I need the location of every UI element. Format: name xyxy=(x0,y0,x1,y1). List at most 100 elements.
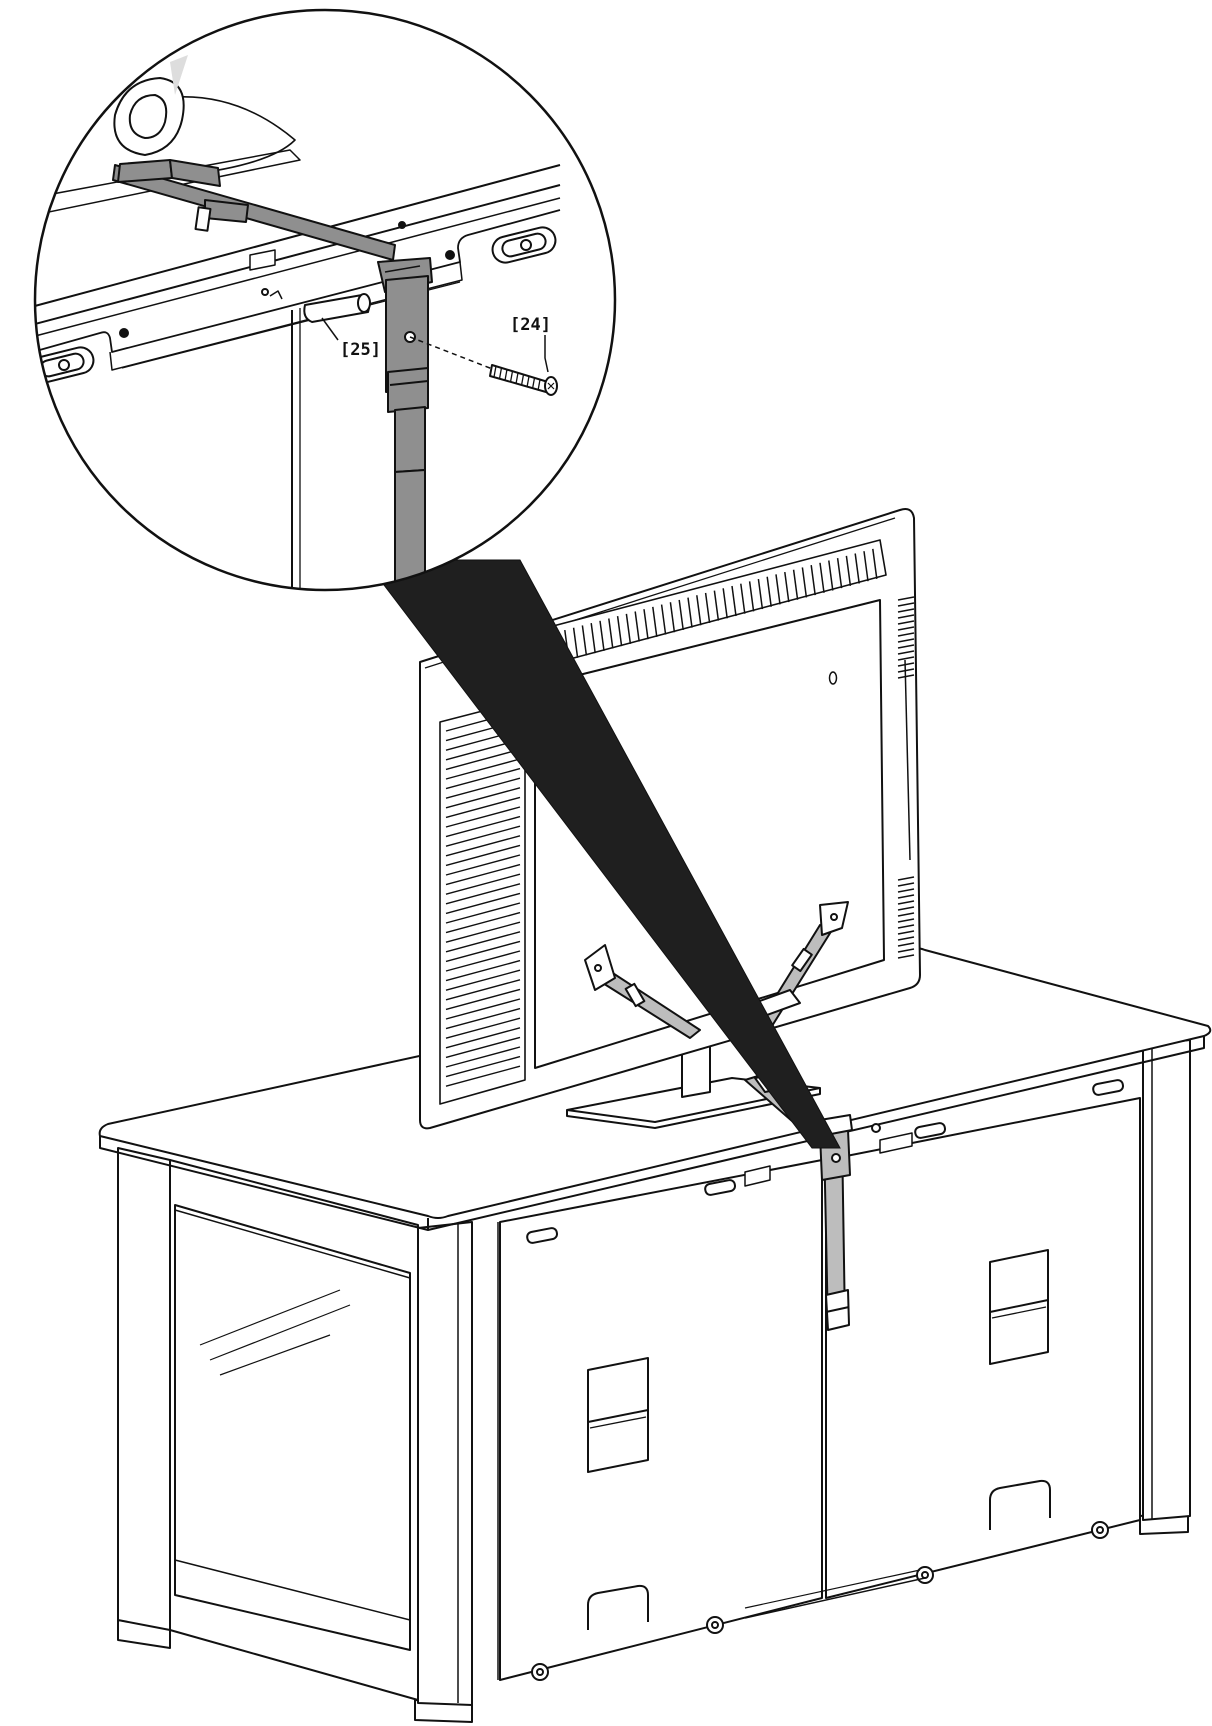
vent-slot xyxy=(872,548,878,579)
vent-slot xyxy=(445,748,521,771)
vent-slot xyxy=(445,815,521,838)
vent-slot xyxy=(740,583,746,614)
vent-slot xyxy=(445,873,521,895)
vent-slot xyxy=(801,567,808,598)
vent-slot xyxy=(445,825,521,847)
vent-slot xyxy=(863,551,869,582)
vent-slot xyxy=(836,558,843,589)
vent-slot xyxy=(445,950,521,972)
screw-thread xyxy=(520,374,525,386)
vent-slot xyxy=(652,606,658,637)
vent-slot xyxy=(445,844,521,867)
vent-slot xyxy=(445,767,521,790)
vent-slot xyxy=(897,614,915,619)
vent-slot xyxy=(445,806,521,828)
vent-slot xyxy=(445,787,521,809)
vent-slot xyxy=(819,562,825,593)
vent-slot xyxy=(445,777,521,799)
vent-slot xyxy=(445,796,521,819)
vent-slot xyxy=(669,602,676,633)
vent-slot xyxy=(854,553,860,584)
vent-slot xyxy=(897,924,915,929)
vent-slot xyxy=(625,613,632,644)
vent-slot xyxy=(445,979,521,1001)
vent-slot xyxy=(897,662,915,667)
vent-slot xyxy=(445,902,521,924)
vent-slot xyxy=(445,863,521,886)
vent-slot xyxy=(445,921,521,943)
vent-slot xyxy=(634,611,640,642)
screw-thread xyxy=(537,379,541,391)
vent-slot xyxy=(897,608,915,613)
vent-slot xyxy=(445,969,521,991)
vent-slot xyxy=(445,931,521,953)
vent-slot xyxy=(897,906,915,911)
vent-slot xyxy=(445,1017,521,1039)
vent-slot xyxy=(445,998,521,1020)
screw-thread xyxy=(509,370,514,383)
vent-slot xyxy=(897,948,915,953)
vent-slot xyxy=(590,623,596,654)
vent-slot xyxy=(696,595,702,626)
detail-view: [24] [25] xyxy=(33,8,617,592)
vent-slot xyxy=(897,888,915,893)
vent-slot xyxy=(445,1055,521,1078)
vent-slot xyxy=(897,930,915,935)
vent-slot xyxy=(704,592,711,624)
vent-slot xyxy=(616,616,623,647)
leader-25 xyxy=(321,317,339,341)
vent-slot xyxy=(792,569,799,600)
cabinet-leg-front-left xyxy=(417,1221,473,1706)
vent-slot xyxy=(897,656,915,661)
vent-slot xyxy=(445,1036,521,1059)
door-bumpers xyxy=(526,1079,1125,1244)
detail-circle-border xyxy=(33,8,617,592)
vent-slot xyxy=(897,900,915,905)
magnifier-beam xyxy=(363,559,841,1149)
cabinet-top xyxy=(98,947,1212,1219)
vent-slot xyxy=(766,576,772,607)
vent-slot xyxy=(687,597,693,628)
vent-slot xyxy=(445,988,521,1011)
vent-slot xyxy=(897,596,915,601)
vent-slot xyxy=(445,940,521,963)
vent-slot xyxy=(897,942,915,947)
cabinet-door-right xyxy=(825,1097,1141,1599)
glass-reflection xyxy=(199,1289,351,1376)
vent-slot xyxy=(660,604,667,635)
vent-slot xyxy=(713,590,720,621)
cabinet-leg-front-right xyxy=(1142,1039,1191,1521)
vent-slot xyxy=(897,602,915,607)
vent-slot xyxy=(897,918,915,923)
cabinet-leg-back-left xyxy=(117,1147,171,1631)
vent-slot xyxy=(775,574,781,605)
vent-slot xyxy=(678,599,684,631)
vent-slot xyxy=(599,620,605,651)
detail-buckle xyxy=(204,199,249,223)
tv-cabinet xyxy=(98,947,1212,1723)
vent-slot xyxy=(445,835,521,857)
vent-slot xyxy=(722,588,728,619)
screw-thread xyxy=(493,365,497,378)
screw-thread xyxy=(498,367,503,379)
vent-slot xyxy=(897,626,915,631)
screw xyxy=(489,364,558,396)
vent-slot xyxy=(445,883,521,905)
vent-slot xyxy=(748,581,755,612)
callout-24: [24] xyxy=(510,315,551,335)
vent-slot xyxy=(810,565,816,596)
screw-thread xyxy=(515,372,519,384)
guide-line xyxy=(409,336,496,371)
vent-slot xyxy=(581,625,588,656)
callout-25: [25] xyxy=(340,340,381,360)
vent-slot xyxy=(897,936,915,941)
vent-slot xyxy=(445,911,521,934)
vent-slot xyxy=(784,571,790,603)
vent-slot xyxy=(445,892,521,915)
vent-slot xyxy=(445,1007,521,1030)
vent-slot xyxy=(897,644,915,649)
vent-slot xyxy=(897,894,915,899)
vent-slot xyxy=(897,954,915,959)
vent-slot xyxy=(897,620,915,625)
